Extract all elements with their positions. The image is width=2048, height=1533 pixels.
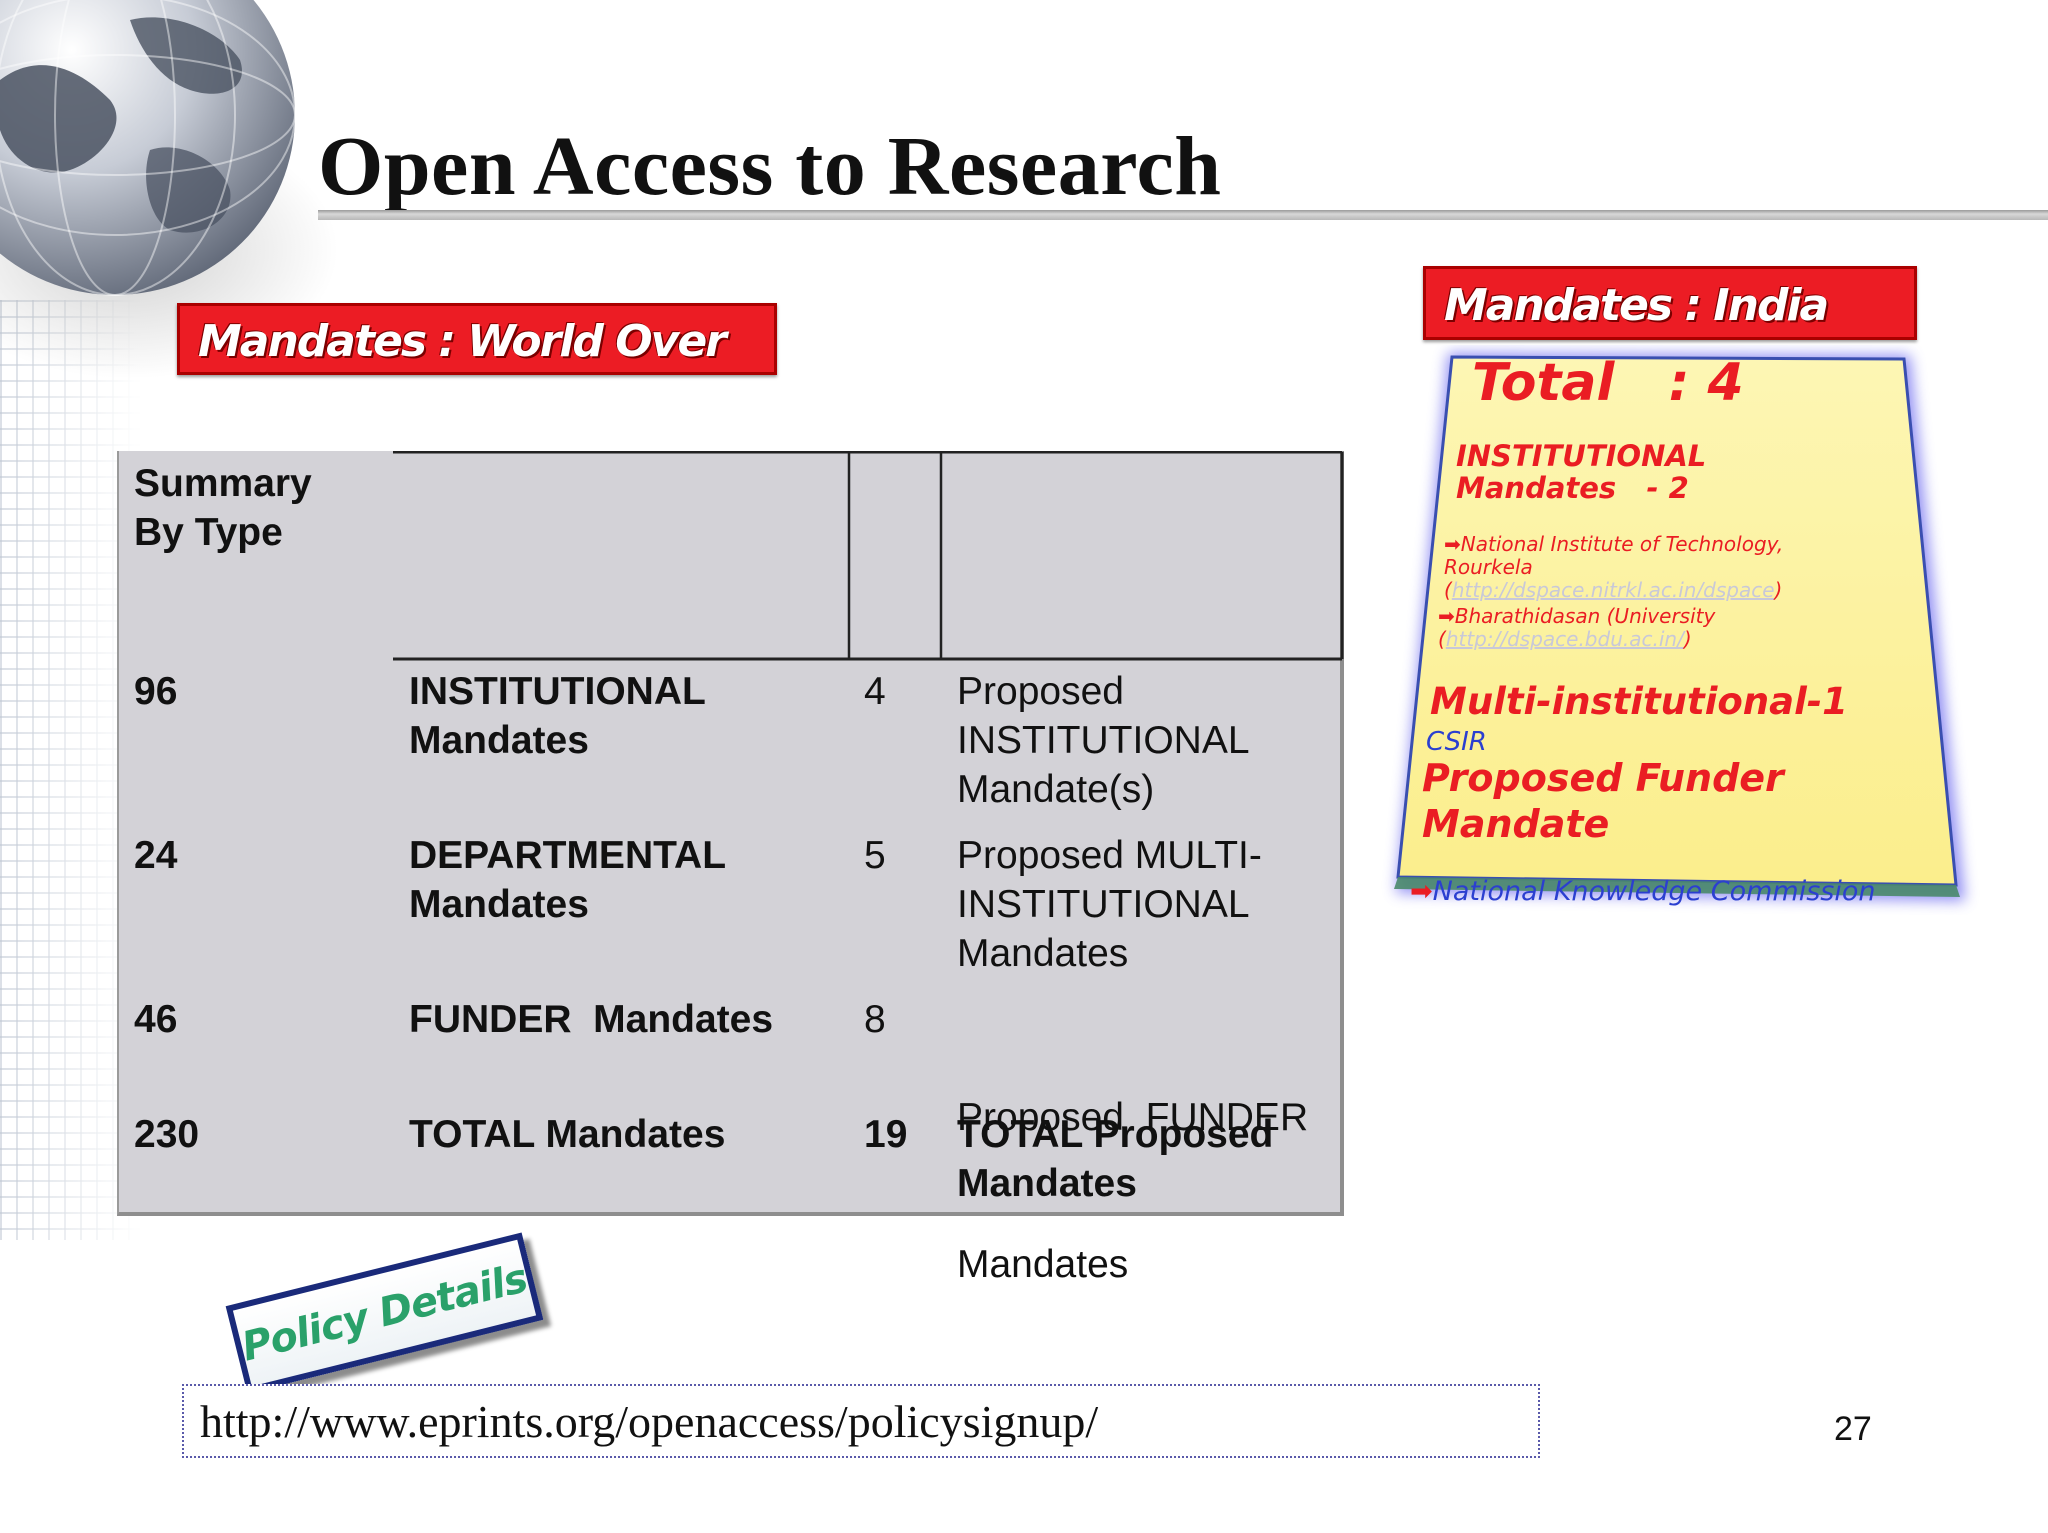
- row-proposed-label: Proposed FUNDER Mandates: [957, 995, 1308, 1387]
- row-type-line: Mandates: [409, 719, 589, 762]
- mandates-world-label: Mandates : World Over: [177, 303, 777, 375]
- slide-title: Open Access to Research: [318, 120, 1222, 213]
- india-item-1: ➡National Institute of Technology, Rourk…: [1444, 533, 1783, 602]
- row-proposed-line: Mandates: [957, 1162, 1137, 1205]
- policy-details-button-wrap: Policy Details: [225, 1232, 544, 1394]
- row-proposed-line: Proposed FUNDER: [957, 1096, 1309, 1139]
- india-multi-item: CSIR: [1426, 727, 1487, 757]
- india-multi-institutional: Multi-institutional-1: [1430, 680, 1848, 723]
- row-proposed-line: Proposed: [957, 670, 1124, 713]
- table-header: Summary By Type: [134, 459, 312, 557]
- arrow-icon: ➡: [1410, 876, 1433, 907]
- table-header-line: By Type: [134, 511, 283, 554]
- india-institutional-line: Mandates - 2: [1456, 471, 1689, 505]
- india-funder-line: Proposed Funder: [1422, 756, 1784, 800]
- india-item-name: ➡National Institute of Technology,: [1444, 533, 1783, 556]
- india-item-name-line: National Institute of Technology,: [1460, 532, 1784, 556]
- policy-signup-url[interactable]: http://www.eprints.org/openaccess/policy…: [200, 1396, 1099, 1447]
- india-item-link-row: (http://dspace.nitrkl.ac.in/dspace): [1444, 578, 1783, 602]
- background-grid-pattern: [0, 300, 140, 1240]
- india-item-name: ➡Bharathidasan (University: [1438, 605, 1715, 628]
- india-item-2: ➡Bharathidasan (University (http://dspac…: [1438, 605, 1715, 651]
- india-funder-item-text: National Knowledge Commission: [1432, 876, 1876, 907]
- row-proposed-count: 4: [864, 670, 886, 713]
- india-institutional-line: INSTITUTIONAL: [1456, 439, 1707, 473]
- mandates-india-label: Mandates : India: [1423, 266, 1917, 340]
- row-type: TOTAL Mandates: [409, 1113, 726, 1156]
- india-item-name-line: Bharathidasan (University: [1454, 604, 1716, 628]
- india-item-name-line: Rourkela: [1444, 555, 1533, 579]
- india-funder: Proposed Funder Mandate: [1422, 755, 1784, 847]
- policy-details-button[interactable]: Policy Details: [225, 1232, 544, 1394]
- row-type-line: DEPARTMENTAL: [409, 834, 727, 877]
- row-proposed-line: Mandate(s): [957, 768, 1155, 811]
- india-item-link[interactable]: http://dspace.nitrkl.ac.in/dspace: [1451, 578, 1775, 602]
- row-proposed-line: Proposed MULTI-: [957, 834, 1262, 877]
- row-type: DEPARTMENTAL Mandates: [409, 831, 726, 929]
- page-number: 27: [1834, 1410, 1872, 1448]
- url-box: [182, 1384, 1540, 1458]
- row-proposed-count: 8: [864, 998, 886, 1041]
- row-type: FUNDER Mandates: [409, 998, 774, 1041]
- table-rules: [393, 451, 1344, 661]
- row-type: INSTITUTIONAL Mandates: [409, 667, 706, 765]
- row-proposed-line: Mandates: [957, 932, 1129, 975]
- arrow-icon: ➡: [1444, 532, 1461, 556]
- row-proposed-line: Mandates: [957, 1243, 1129, 1286]
- india-panel-frame: [1394, 353, 1965, 901]
- row-proposed-label: Proposed MULTI- INSTITUTIONAL Mandates: [957, 831, 1262, 978]
- row-proposed-line: INSTITUTIONAL: [957, 883, 1250, 926]
- row-count: 24: [134, 834, 178, 877]
- arrow-icon: ➡: [1438, 604, 1455, 628]
- row-proposed-line: INSTITUTIONAL: [957, 719, 1250, 762]
- mandates-summary-table: Summary By Type 96 INSTITUTIONAL Mandate…: [117, 451, 1344, 1286]
- india-item-link[interactable]: http://dspace.bdu.ac.in/: [1445, 627, 1684, 651]
- row-count: 96: [134, 670, 178, 713]
- row-count: 230: [134, 1113, 200, 1156]
- row-proposed-count: 19: [864, 1113, 908, 1156]
- row-proposed-label: Proposed INSTITUTIONAL Mandate(s): [957, 667, 1250, 814]
- row-type-line: INSTITUTIONAL: [409, 670, 706, 713]
- india-item-link-row: (http://dspace.bdu.ac.in/): [1438, 627, 1692, 651]
- row-count: 46: [134, 998, 178, 1041]
- india-funder-item: ➡National Knowledge Commission: [1410, 876, 1875, 907]
- row-proposed-label: TOTAL Proposed Mandates: [957, 1110, 1273, 1208]
- table-header-line: Summary: [134, 462, 312, 505]
- india-funder-line: Mandate: [1422, 802, 1610, 846]
- india-mandates-panel: Total : 4 INSTITUTIONAL Mandates - 2 ➡Na…: [1380, 345, 1990, 915]
- title-underline: [318, 210, 2048, 220]
- row-type-line: Mandates: [409, 883, 589, 926]
- globe-icon: [0, 0, 296, 296]
- india-institutional: INSTITUTIONAL Mandates - 2: [1456, 440, 1706, 504]
- row-proposed-count: 5: [864, 834, 886, 877]
- india-total: Total : 4: [1472, 353, 1744, 413]
- row-proposed-line: TOTAL Proposed: [957, 1113, 1274, 1156]
